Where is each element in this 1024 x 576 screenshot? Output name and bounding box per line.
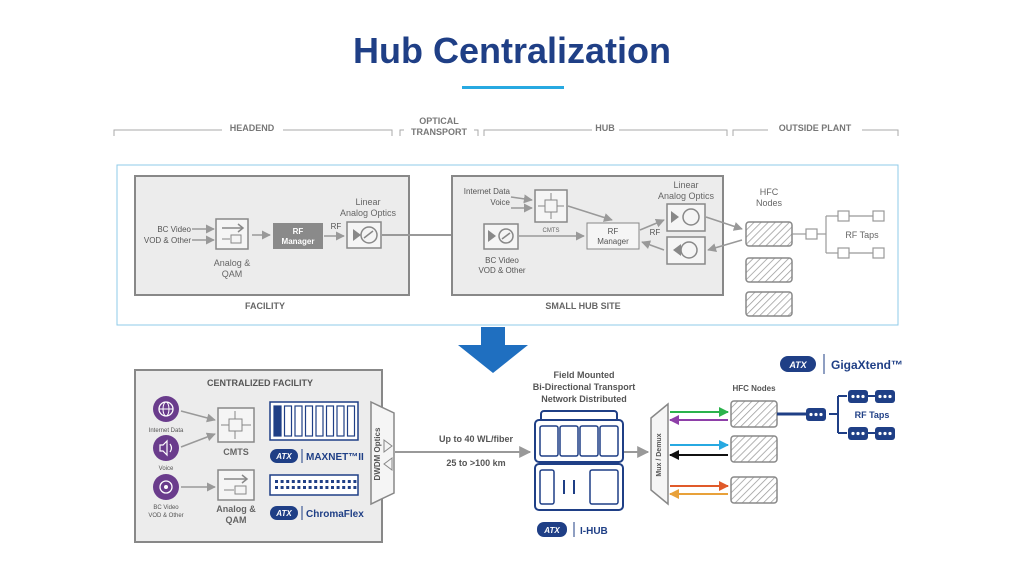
ihub-label: I-HUB [580, 526, 608, 537]
maxnet-chassis-icon [269, 401, 359, 441]
hfc-node [730, 476, 778, 504]
hfc-node [730, 400, 778, 428]
centralized-facility-label: CENTRALIZED FACILITY [207, 378, 313, 388]
internet-data-label: Internet Data [149, 428, 184, 434]
rf-manager-box [273, 223, 323, 249]
rf-tap-icon [848, 427, 868, 440]
legacy-architecture-panel [116, 164, 899, 326]
wavelength-links [669, 407, 729, 499]
legacy-hfc-node [745, 291, 793, 317]
legacy-rf-taps-tree [792, 210, 885, 259]
hub-linear-label-1: Linear [673, 180, 698, 190]
legacy-hfc-node [745, 221, 793, 247]
legacy-hfc-label-1: HFC [760, 187, 779, 197]
hub-rx-optics-icon [666, 236, 706, 265]
section-hub: HUB [595, 123, 615, 133]
cf-analog-qam-label-2: QAM [226, 515, 247, 525]
chromaflex-atx-text: ATX [275, 509, 292, 518]
field-mounted-label-1: Field Mounted [554, 370, 615, 380]
cf-cmts-icon [217, 407, 255, 443]
cf-vod-other-label: VOD & Other [148, 513, 183, 519]
ihub-enclosure-icon [534, 410, 624, 511]
maxnet-atx-badge [270, 449, 298, 463]
bc-video-label: BC Video [157, 225, 191, 234]
hub-rf-label: RF [650, 228, 661, 237]
hub-tx-optics-icon [666, 203, 706, 232]
gigaxtend-rf-taps-label: RF Taps [855, 410, 890, 420]
hub-voice-label: Voice [490, 198, 510, 207]
hub-cmts-label: CMTS [543, 228, 560, 234]
field-mounted-label-3: Network Distributed [541, 394, 627, 404]
gigaxtend-atx-text: ATX [788, 360, 807, 370]
voice-icon [153, 435, 179, 461]
section-optical-1: OPTICAL [419, 116, 459, 126]
section-optical-2: TRANSPORT [411, 127, 468, 137]
wl-per-fiber-label: Up to 40 WL/fiber [439, 434, 513, 444]
chromaflex-label: ChromaFlex [306, 509, 364, 520]
title-underline [462, 86, 564, 89]
rf-tap-icon [875, 390, 895, 403]
hub-rf-manager-label-2: Manager [597, 237, 629, 246]
cf-analog-qam-label-1: Analog & [216, 504, 256, 514]
linear-optics-label-1: Linear [355, 197, 380, 207]
mux-demux-label: Mux / Demux [656, 433, 663, 476]
small-hub-site-label: SMALL HUB SITE [545, 301, 620, 311]
legacy-hfc-label-2: Nodes [756, 198, 783, 208]
cf-bc-video-label: BC Video [153, 505, 179, 511]
ihub-atx-text: ATX [543, 526, 560, 535]
chromaflex-atx-badge [270, 506, 298, 520]
voice-label: Voice [159, 466, 174, 472]
gigaxtend-rf-taps-tree [777, 390, 895, 440]
hub-vod-other-label: VOD & Other [478, 266, 525, 275]
facility-label: FACILITY [245, 301, 285, 311]
rf-manager-label-2: Manager [282, 237, 315, 246]
page-title: Hub Centralization [352, 30, 671, 71]
hfc-node [730, 435, 778, 463]
dwdm-optics-icon [370, 400, 395, 506]
hub-linear-label-2: Analog Optics [658, 191, 715, 201]
video-icon [153, 474, 179, 500]
distance-label: 25 to >100 km [446, 458, 505, 468]
transition-arrow-icon [458, 327, 528, 373]
chromaflex-chassis-icon [269, 474, 359, 496]
hub-rf-manager-box [586, 222, 640, 250]
analog-qam-label-1: Analog & [214, 258, 251, 268]
hub-internet-data-label: Internet Data [464, 187, 511, 196]
section-outside-plant: OUTSIDE PLANT [779, 123, 852, 133]
field-mounted-label-2: Bi-Directional Transport [533, 382, 636, 392]
mux-demux-icon [650, 402, 669, 506]
dwdm-optics-label: DWDM Optics [373, 427, 382, 480]
gigaxtend-label: GigaXtend™ [831, 358, 903, 372]
maxnet-label: MAXNET™II [306, 452, 364, 463]
hub-bc-video-label: BC Video [485, 256, 519, 265]
rf-tap-icon [848, 390, 868, 403]
linear-optics-label-2: Analog Optics [340, 208, 397, 218]
section-headend: HEADEND [230, 123, 275, 133]
rf-tap-icon [875, 427, 895, 440]
maxnet-atx-text: ATX [275, 452, 292, 461]
rf-label: RF [331, 222, 342, 231]
analog-qam-icon [215, 218, 249, 250]
legacy-hfc-node [745, 257, 793, 283]
legacy-rf-taps-label: RF Taps [845, 230, 879, 240]
hub-cmts-icon [534, 189, 568, 223]
cf-cmts-label: CMTS [223, 447, 249, 457]
rf-tap-icon [806, 408, 826, 421]
internet-data-icon [153, 396, 179, 422]
cf-analog-qam-icon [217, 469, 255, 501]
analog-qam-label-2: QAM [222, 269, 243, 279]
ihub-atx-badge [537, 522, 567, 537]
gigaxtend-atx-badge [780, 356, 816, 372]
hfc-nodes-label: HFC Nodes [732, 384, 776, 393]
section-brackets [113, 129, 899, 136]
hub-receiver-optics-icon [483, 223, 519, 250]
linear-optics-icon [346, 221, 382, 249]
hub-rf-manager-label-1: RF [608, 227, 619, 236]
rf-manager-label-1: RF [293, 227, 304, 236]
vod-other-label: VOD & Other [144, 236, 191, 245]
